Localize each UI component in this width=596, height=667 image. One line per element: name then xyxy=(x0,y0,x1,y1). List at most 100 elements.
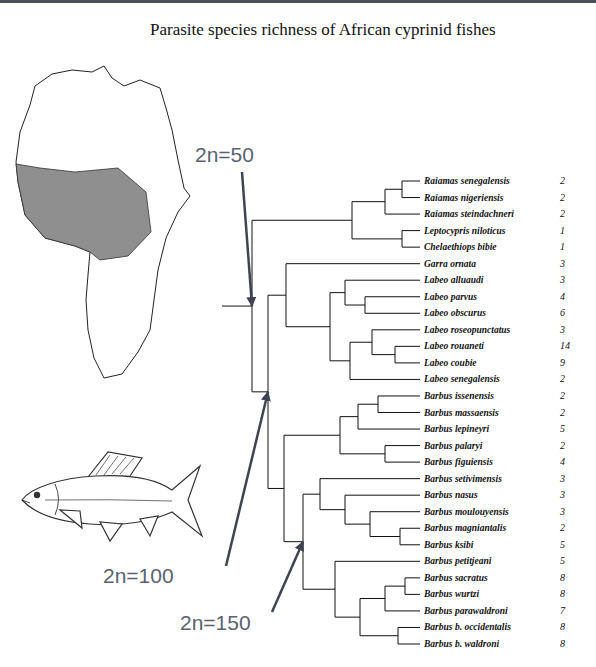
tree-branch xyxy=(395,362,420,363)
species-name: Barbus massaensis xyxy=(424,406,499,420)
tree-branch xyxy=(395,346,420,347)
tree-branch xyxy=(402,197,420,198)
tree-branch xyxy=(402,230,420,231)
tree-branch xyxy=(398,627,420,628)
species-name: Barbus parawaldroni xyxy=(424,604,508,618)
pectoral-fin xyxy=(60,510,82,528)
species-name: Labeo parvus xyxy=(424,290,477,304)
tree-branch xyxy=(252,391,268,392)
tree-branch xyxy=(385,610,420,611)
parasite-count: 14 xyxy=(560,339,570,353)
parasite-count: 5 xyxy=(560,538,565,552)
tree-branch xyxy=(350,379,420,380)
species-name: Barbus sacratus xyxy=(424,571,488,585)
parasite-count: 3 xyxy=(560,273,565,287)
mouth xyxy=(22,500,30,503)
tree-branch xyxy=(385,445,420,446)
parasite-count: 7 xyxy=(560,604,565,618)
tree-branch xyxy=(268,488,284,489)
fin-rays xyxy=(96,455,134,475)
tree-branch xyxy=(358,404,378,405)
parasite-count: 5 xyxy=(560,554,565,568)
tree-branch xyxy=(345,305,365,306)
tree-branch xyxy=(340,453,385,454)
tree-branch xyxy=(398,644,420,645)
fish-drawing xyxy=(22,452,202,541)
tree-branch xyxy=(372,329,420,330)
parasite-count: 3 xyxy=(560,323,565,337)
tree-branch xyxy=(320,478,420,479)
title: Parasite species richness of African cyp… xyxy=(150,20,496,40)
parasite-count: 1 xyxy=(560,240,565,254)
tree-branch xyxy=(372,354,395,355)
tree-branch xyxy=(345,280,420,281)
parasite-count: 9 xyxy=(560,356,565,370)
ploidy-label: 2n=150 xyxy=(180,611,251,635)
lateral-line xyxy=(45,500,172,501)
species-name: Barbus setivimensis xyxy=(424,472,502,486)
species-name: Raiamas senegalensis xyxy=(424,174,510,188)
parasite-count: 2 xyxy=(560,439,565,453)
species-name: Barbus issenensis xyxy=(424,389,494,403)
species-name: Labeo alluaudi xyxy=(424,273,483,287)
africa-outline xyxy=(16,66,190,378)
species-name: Labeo obscurus xyxy=(424,306,486,320)
tree-branch xyxy=(370,511,420,512)
dorsal-fin xyxy=(88,452,142,477)
parasite-count: 2 xyxy=(560,521,565,535)
species-name: Raiamas steindachneri xyxy=(424,207,514,221)
species-name: Barbus wurtzi xyxy=(424,587,479,601)
tree-branch xyxy=(222,306,252,307)
parasite-count: 3 xyxy=(560,505,565,519)
species-name: Barbus petitjeani xyxy=(424,554,491,568)
parasite-count: 2 xyxy=(560,389,565,403)
tree-branch xyxy=(365,296,420,297)
tree-branch xyxy=(340,416,358,417)
pelvic-fin xyxy=(100,522,122,541)
parasite-count: 2 xyxy=(560,207,565,221)
species-name: Leptocypris niloticus xyxy=(424,224,506,238)
tree-branch xyxy=(378,395,420,396)
species-name: Barbus lepineyri xyxy=(424,422,489,436)
species-name: Barbus figuiensis xyxy=(424,455,493,469)
tree-branch xyxy=(405,577,420,578)
tree-branch xyxy=(350,342,372,343)
species-name: Labeo senegalensis xyxy=(424,372,500,386)
tree-branch xyxy=(365,313,420,314)
parasite-count: 2 xyxy=(560,191,565,205)
anal-fin xyxy=(140,516,158,536)
tree-branch xyxy=(335,561,420,562)
tree-branch xyxy=(303,494,320,495)
parasite-count: 2 xyxy=(560,372,565,386)
tree-branch xyxy=(400,528,420,529)
species-name: Labeo rouaneti xyxy=(424,339,484,353)
species-name: Labeo coubie xyxy=(424,356,477,370)
tree-branch xyxy=(335,617,360,618)
species-name: Labeo roseopunctatus xyxy=(424,323,510,337)
top-bar xyxy=(0,0,596,3)
tree-branch xyxy=(320,509,345,510)
parasite-count: 8 xyxy=(560,637,565,651)
tree-branch xyxy=(286,263,420,264)
tree-branch xyxy=(402,247,420,248)
species-name: Chelaethiops bibie xyxy=(424,240,497,254)
tree-branch xyxy=(360,635,398,636)
tree-branch xyxy=(385,214,420,215)
tree-branch xyxy=(385,189,402,190)
parasite-count: 2 xyxy=(560,174,565,188)
tree-branch xyxy=(330,360,350,361)
tree-branch xyxy=(360,598,385,599)
tree-branch xyxy=(345,495,420,496)
species-name: Garra ornata xyxy=(424,257,476,271)
ploidy-arrows xyxy=(226,172,303,612)
parasite-count: 6 xyxy=(560,306,565,320)
parasite-count: 4 xyxy=(560,455,565,469)
parasite-count: 3 xyxy=(560,257,565,271)
west-africa-region xyxy=(16,164,151,260)
parasite-count: 5 xyxy=(560,422,565,436)
tree-branch xyxy=(352,201,385,202)
parasite-count: 8 xyxy=(560,571,565,585)
species-name: Raiamas nigeriensis xyxy=(424,191,503,205)
tree-branch xyxy=(303,589,335,590)
